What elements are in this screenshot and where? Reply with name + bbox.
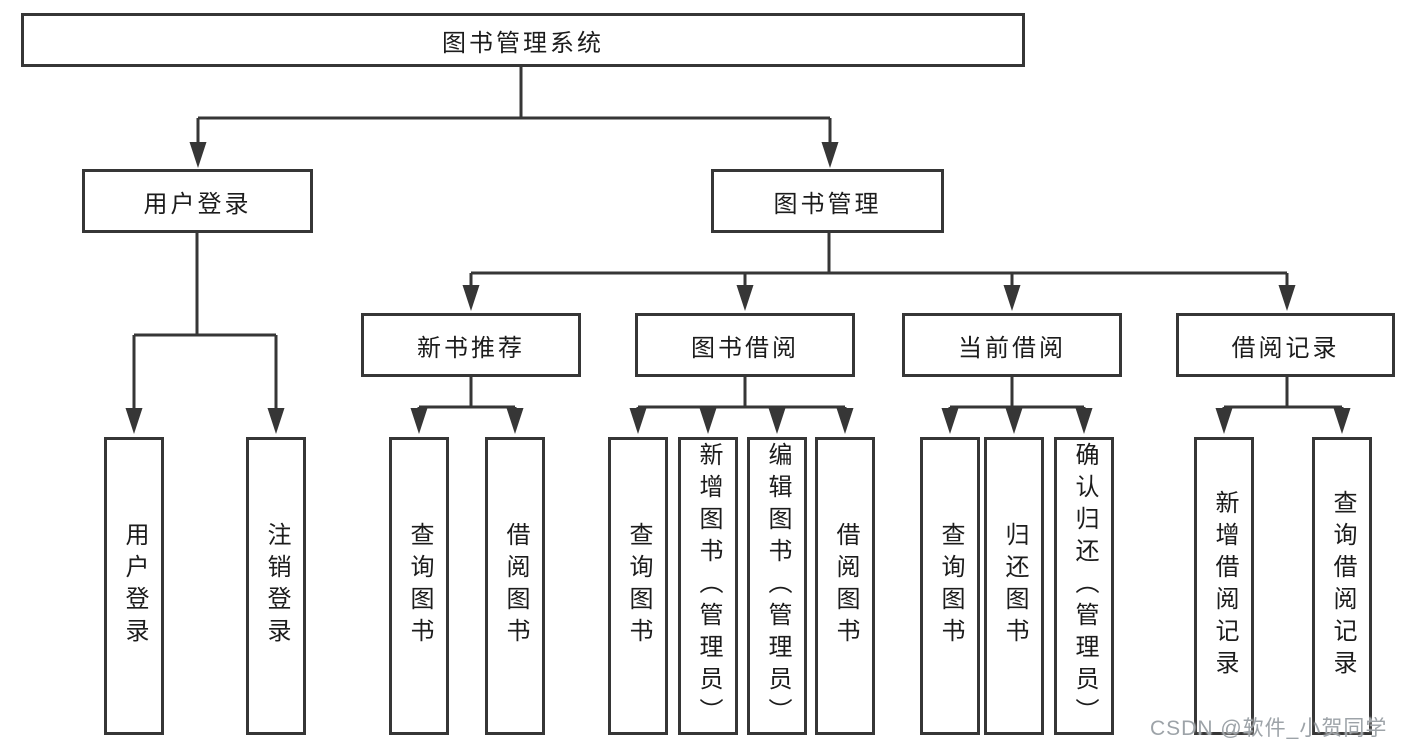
leaf-borrow-query-book: 查询图书 xyxy=(608,437,668,735)
connector-records-to-leaves xyxy=(1215,377,1351,434)
leaf-borrow-query-book-label: 查询图书 xyxy=(625,522,652,650)
leaf-borrow-borrow-book: 借阅图书 xyxy=(815,437,875,735)
leaf-borrow-borrow-book-label: 借阅图书 xyxy=(832,522,859,650)
node-book-management: 图书管理 xyxy=(711,169,944,233)
node-borrow-records-label: 借阅记录 xyxy=(1231,334,1340,362)
node-system-root: 图书管理系统 xyxy=(21,13,1025,67)
connector-root-to-level2 xyxy=(189,67,839,168)
connector-current-to-leaves xyxy=(941,377,1093,434)
node-current-borrow: 当前借阅 xyxy=(902,313,1122,377)
leaf-records-add-record: 新增借阅记录 xyxy=(1194,437,1254,735)
leaf-user-login-label: 用户登录 xyxy=(121,522,148,650)
leaf-logout: 注销登录 xyxy=(246,437,306,735)
node-book-borrow-label: 图书借阅 xyxy=(691,334,799,362)
node-book-borrow: 图书借阅 xyxy=(635,313,855,377)
connector-newbook-to-leaves xyxy=(410,377,524,434)
connector-userlogin-to-leaves xyxy=(125,233,285,434)
leaf-current-return-book-label: 归还图书 xyxy=(1001,522,1028,650)
leaf-borrow-edit-book-admin: 编辑图书（管理员） xyxy=(747,437,807,735)
node-current-borrow-label: 当前借阅 xyxy=(958,334,1066,362)
leaf-current-confirm-return-admin-label: 确认归还（管理员） xyxy=(1071,442,1098,730)
leaf-borrow-add-book-admin: 新增图书（管理员） xyxy=(678,437,738,735)
leaf-current-query-book: 查询图书 xyxy=(920,437,980,735)
leaf-current-return-book: 归还图书 xyxy=(984,437,1044,735)
node-user-login-label: 用户登录 xyxy=(143,190,252,218)
leaf-logout-label: 注销登录 xyxy=(263,522,290,650)
connector-bookmgmt-to-level3 xyxy=(462,233,1296,311)
leaf-newbook-query-book-label: 查询图书 xyxy=(406,522,433,650)
node-new-book-recommend: 新书推荐 xyxy=(361,313,581,377)
leaf-records-add-record-label: 新增借阅记录 xyxy=(1211,490,1238,682)
node-book-management-label: 图书管理 xyxy=(773,190,882,218)
leaf-borrow-add-book-admin-label: 新增图书（管理员） xyxy=(695,442,722,730)
node-borrow-records: 借阅记录 xyxy=(1176,313,1395,377)
leaf-newbook-borrow-book: 借阅图书 xyxy=(485,437,545,735)
leaf-records-query-record-label: 查询借阅记录 xyxy=(1329,490,1356,682)
leaf-newbook-borrow-book-label: 借阅图书 xyxy=(502,522,529,650)
watermark: CSDN @软件_小贺同学 xyxy=(1150,717,1388,740)
leaf-current-confirm-return-admin: 确认归还（管理员） xyxy=(1054,437,1114,735)
leaf-records-query-record: 查询借阅记录 xyxy=(1312,437,1372,735)
connector-borrow-to-leaves xyxy=(629,377,854,434)
leaf-user-login: 用户登录 xyxy=(104,437,164,735)
leaf-borrow-edit-book-admin-label: 编辑图书（管理员） xyxy=(764,442,791,730)
node-user-login: 用户登录 xyxy=(82,169,313,233)
leaf-newbook-query-book: 查询图书 xyxy=(389,437,449,735)
node-new-book-recommend-label: 新书推荐 xyxy=(417,334,525,362)
leaf-current-query-book-label: 查询图书 xyxy=(937,522,964,650)
node-system-root-label: 图书管理系统 xyxy=(442,29,604,57)
